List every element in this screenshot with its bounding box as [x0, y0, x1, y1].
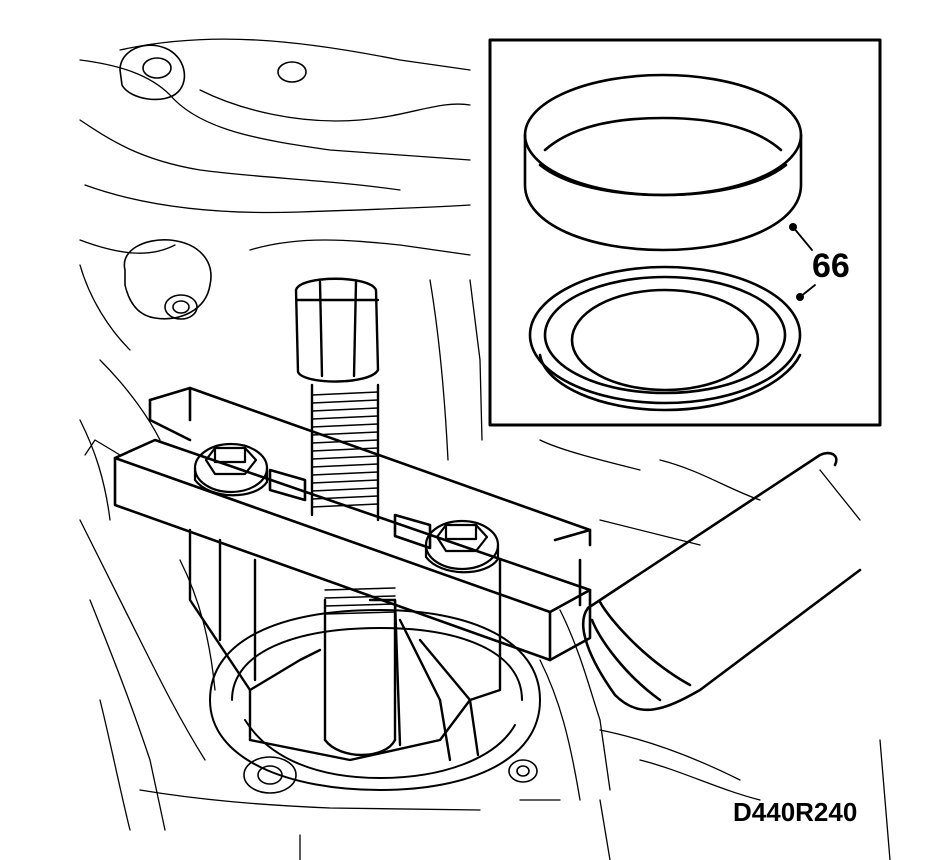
seal-bore	[209, 609, 541, 791]
leader-dots	[789, 223, 804, 301]
part-number-callout: 66	[812, 247, 850, 285]
bolt-left	[193, 442, 269, 497]
puller-screw	[294, 277, 397, 757]
bolt-right	[424, 519, 500, 574]
slide-hammer-handle	[581, 451, 862, 712]
housing-boss-left	[123, 239, 212, 320]
housing-boss-top	[119, 44, 307, 101]
screw-threads	[311, 391, 396, 615]
gearbox-housing	[79, 38, 891, 860]
seal-ring-lower	[528, 265, 802, 412]
inset-detail-box	[488, 38, 882, 427]
figure-code: D440R240	[733, 797, 858, 827]
housing-boss-bottom	[243, 756, 538, 794]
puller-crossbar	[113, 386, 592, 662]
seal-ring-upper	[523, 73, 803, 252]
